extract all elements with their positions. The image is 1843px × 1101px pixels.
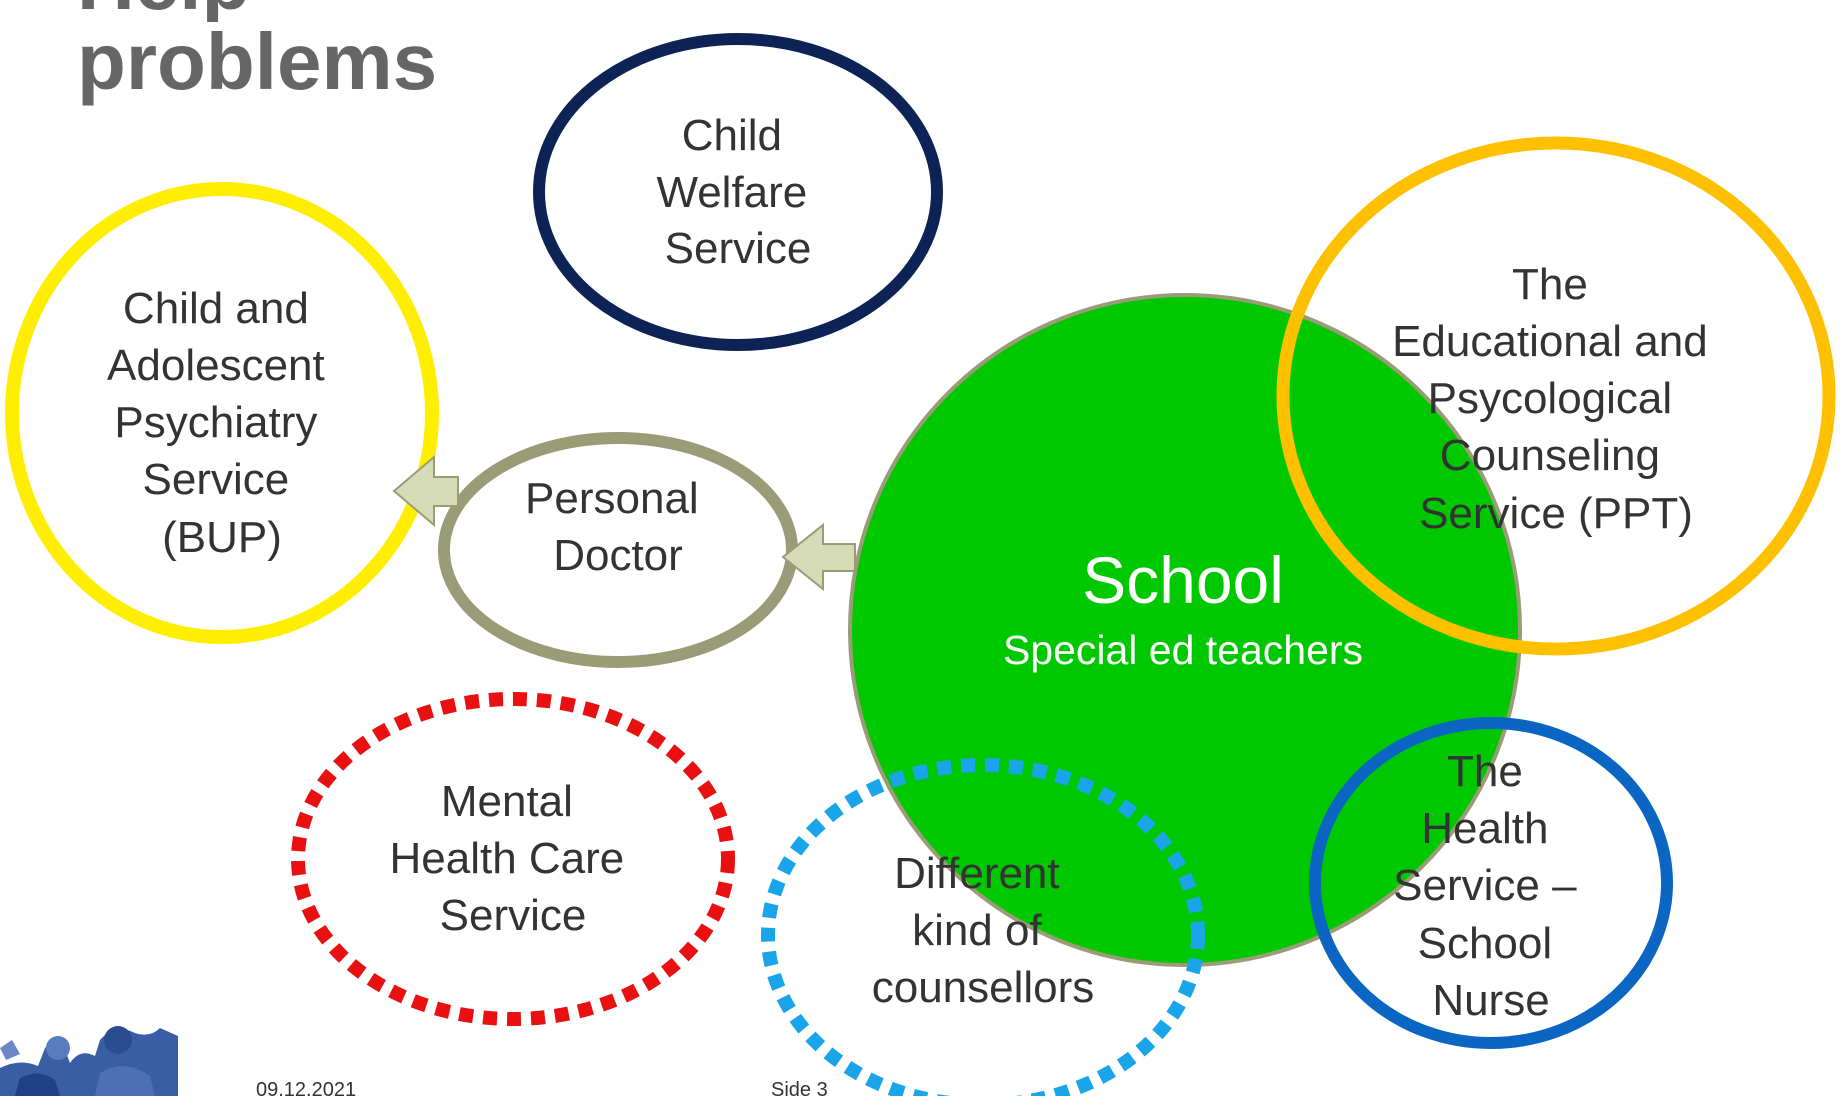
slide-title-line-1: Help bbox=[77, 0, 437, 22]
counsellors-label-line-2: kind of bbox=[912, 906, 1042, 955]
bup-label-line-5: (BUP) bbox=[162, 513, 282, 562]
bup-label-line-4: Service bbox=[143, 455, 290, 504]
footer-date: 09.12.2021 bbox=[256, 1079, 357, 1101]
school-nurse-label-line-1: The bbox=[1447, 747, 1523, 796]
personal-doctor-label-line-2: Doctor bbox=[553, 531, 683, 580]
personal-doctor-label-line-1: Personal bbox=[525, 474, 699, 523]
bup-label-line-3: Psychiatry bbox=[114, 398, 317, 447]
school-nurse-ring bbox=[1309, 717, 1673, 1049]
mental-health-label: Mental Health Care Service bbox=[389, 777, 636, 940]
child-welfare-label-line-3: Service bbox=[665, 224, 812, 273]
counsellors-ring bbox=[761, 758, 1205, 1096]
mental-health-label-line-1: Mental bbox=[441, 777, 573, 826]
logo-image bbox=[0, 1018, 180, 1096]
child-welfare-label-line-1: Child bbox=[682, 111, 782, 160]
ppt-label-line-5: Service (PPT) bbox=[1419, 489, 1693, 538]
slide-title-line-2: problems bbox=[77, 17, 438, 106]
child-welfare-label-line-2: Welfare bbox=[656, 168, 807, 217]
ppt-ring bbox=[1276, 136, 1836, 656]
child-welfare-label: Child Welfare Service bbox=[656, 111, 819, 273]
school-nurse-label-line-2: Health bbox=[1421, 804, 1548, 853]
slide-title: Help problems bbox=[77, 0, 437, 102]
bup-label-line-2: Adolescent bbox=[107, 341, 325, 390]
school-title: School bbox=[1082, 543, 1284, 617]
school-nurse-label-line-5: Nurse bbox=[1432, 976, 1549, 1025]
school-circle bbox=[848, 293, 1522, 967]
ppt-label: The Educational and Psycological Counsel… bbox=[1392, 260, 1720, 538]
ppt-label-line-3: Psycological bbox=[1428, 374, 1673, 423]
bup-ring bbox=[5, 182, 439, 644]
school-subtitle: Special ed teachers bbox=[1003, 627, 1363, 673]
child-welfare-ring bbox=[533, 33, 943, 351]
school-nurse-label-line-4: School bbox=[1418, 919, 1553, 968]
counsellors-label-line-3: counsellors bbox=[872, 963, 1095, 1012]
personal-doctor-label: Personal Doctor bbox=[525, 474, 711, 580]
mental-health-label-line-3: Service bbox=[440, 891, 587, 940]
footer-page-number: Side 3 bbox=[771, 1079, 828, 1101]
school-nurse-label-line-3: Service – bbox=[1393, 861, 1577, 910]
bup-label: Child and Adolescent Psychiatry Service … bbox=[107, 284, 337, 562]
arrow-school-to-doctor bbox=[781, 522, 856, 592]
school-nurse-label: The Health Service – School Nurse bbox=[1393, 747, 1589, 1025]
mental-health-label-line-2: Health Care bbox=[389, 834, 624, 883]
counsellors-label-line-1: Different bbox=[894, 849, 1060, 898]
ppt-label-line-4: Counseling bbox=[1440, 431, 1660, 480]
bup-label-line-1: Child and bbox=[123, 284, 309, 333]
slide-title-line-1-text: Help bbox=[77, 0, 250, 22]
mental-health-ring bbox=[291, 692, 735, 1026]
ppt-label-line-1: The bbox=[1512, 260, 1588, 309]
arrow-doctor-to-bup bbox=[392, 454, 459, 528]
counsellors-label: Different kind of counsellors bbox=[872, 849, 1095, 1012]
ppt-label-line-2: Educational and bbox=[1392, 317, 1708, 366]
